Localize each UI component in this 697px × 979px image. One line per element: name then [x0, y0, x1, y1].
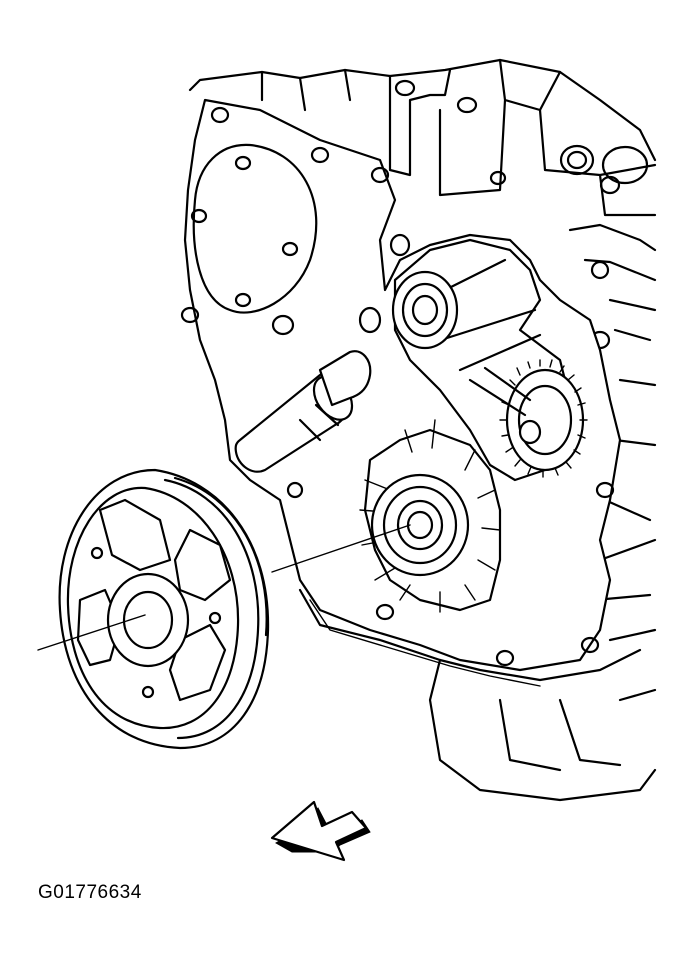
- front-cover: [180, 98, 642, 687]
- water-pump: [359, 419, 502, 613]
- crankshaft-sensor: [234, 350, 372, 473]
- engine-block: [188, 58, 657, 802]
- leader-lines: [37, 524, 411, 651]
- crankshaft-balancer: [58, 468, 270, 750]
- direction-arrow-icon: [270, 800, 371, 862]
- balancer-leader-line: [37, 614, 146, 651]
- figure-code: G01776634: [38, 882, 142, 903]
- water-pump-leader-line: [271, 524, 411, 573]
- belt-tensioner: [391, 238, 588, 482]
